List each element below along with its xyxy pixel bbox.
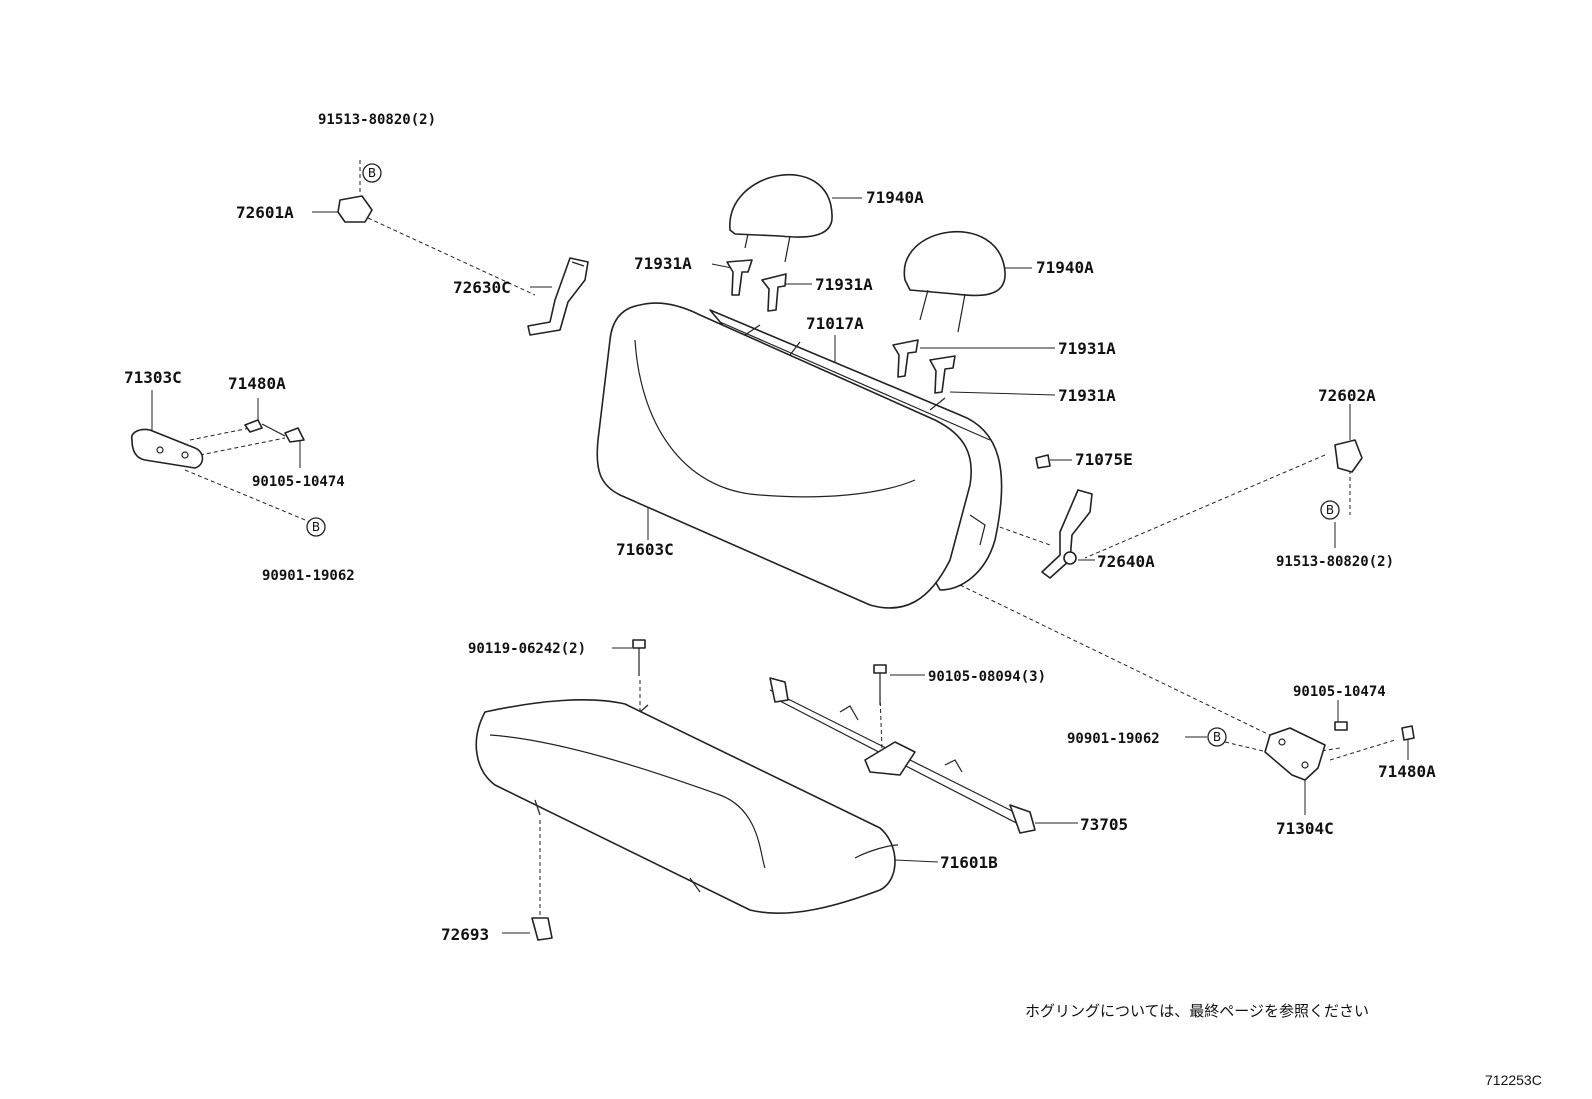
seat-frame-73705 (769, 677, 1036, 834)
svg-text:B: B (312, 520, 320, 534)
label-90105-10474-right: 90105-10474 (1293, 684, 1386, 700)
dashed-connectors (184, 160, 1396, 915)
label-71480A-right: 71480A (1378, 762, 1436, 781)
label-71480A-left: 71480A (228, 374, 286, 393)
label-72602A: 72602A (1318, 386, 1376, 405)
seat-cushion-71601B (475, 699, 899, 915)
label-91513-80820-top: 91513-80820(2) (318, 112, 436, 128)
badge-b-top-left: B (362, 163, 382, 183)
label-71931A-1: 71931A (634, 254, 692, 273)
label-71601B: 71601B (940, 853, 998, 872)
headrest-71940A-left (729, 173, 833, 263)
badge-b-right: B (1320, 500, 1340, 520)
label-71303C: 71303C (124, 368, 182, 387)
headrest-71940A-right (903, 230, 1006, 333)
label-90901-19062-right: 90901-19062 (1067, 731, 1160, 747)
latch-72602A (1334, 439, 1363, 473)
hog-ring-note: ホグリングについては、最終ページを参照ください (1025, 1002, 1369, 1020)
diagram-code: 712253C (1485, 1072, 1542, 1088)
part-labels: 91513-80820(2) 72601A 72630C 71940A 7194… (124, 112, 1436, 944)
bracket-71303C (130, 428, 204, 469)
label-90105-08094: 90105-08094(3) (928, 669, 1046, 685)
seatback-71603C (596, 302, 1003, 609)
label-72601A: 72601A (236, 203, 294, 222)
label-71075E: 71075E (1075, 450, 1133, 469)
striker-72630C (527, 257, 589, 336)
label-90119-06242: 90119-06242(2) (468, 641, 586, 657)
label-71931A-3: 71931A (1058, 339, 1116, 358)
label-90901-19062-left: 90901-19062 (262, 568, 355, 584)
label-90105-10474-left: 90105-10474 (252, 474, 345, 490)
fasteners (244, 419, 1415, 741)
label-71931A-2: 71931A (815, 275, 873, 294)
badge-b-lower-right: B (1207, 727, 1227, 747)
leader-lines (151, 197, 1409, 934)
label-71931A-4: 71931A (1058, 386, 1116, 405)
bracket-71304C (1264, 727, 1326, 781)
label-71940A-right: 71940A (1036, 258, 1094, 277)
headrest-guides (726, 259, 956, 394)
label-72693: 72693 (441, 925, 489, 944)
badge-b-left: B (306, 517, 326, 537)
label-71304C: 71304C (1276, 819, 1334, 838)
label-71017A: 71017A (806, 314, 864, 333)
label-72640A: 72640A (1097, 552, 1155, 571)
label-73705: 73705 (1080, 815, 1128, 834)
clip-72693 (531, 917, 553, 941)
svg-text:B: B (368, 166, 376, 180)
label-71940A-left: 71940A (866, 188, 924, 207)
svg-text:B: B (1326, 503, 1334, 517)
striker-72640A (1041, 489, 1093, 579)
label-72630C: 72630C (453, 278, 511, 297)
svg-text:B: B (1213, 730, 1221, 744)
label-71603C: 71603C (616, 540, 674, 559)
latch-72601A (337, 195, 373, 223)
label-91513-80820-right: 91513-80820(2) (1276, 554, 1394, 570)
